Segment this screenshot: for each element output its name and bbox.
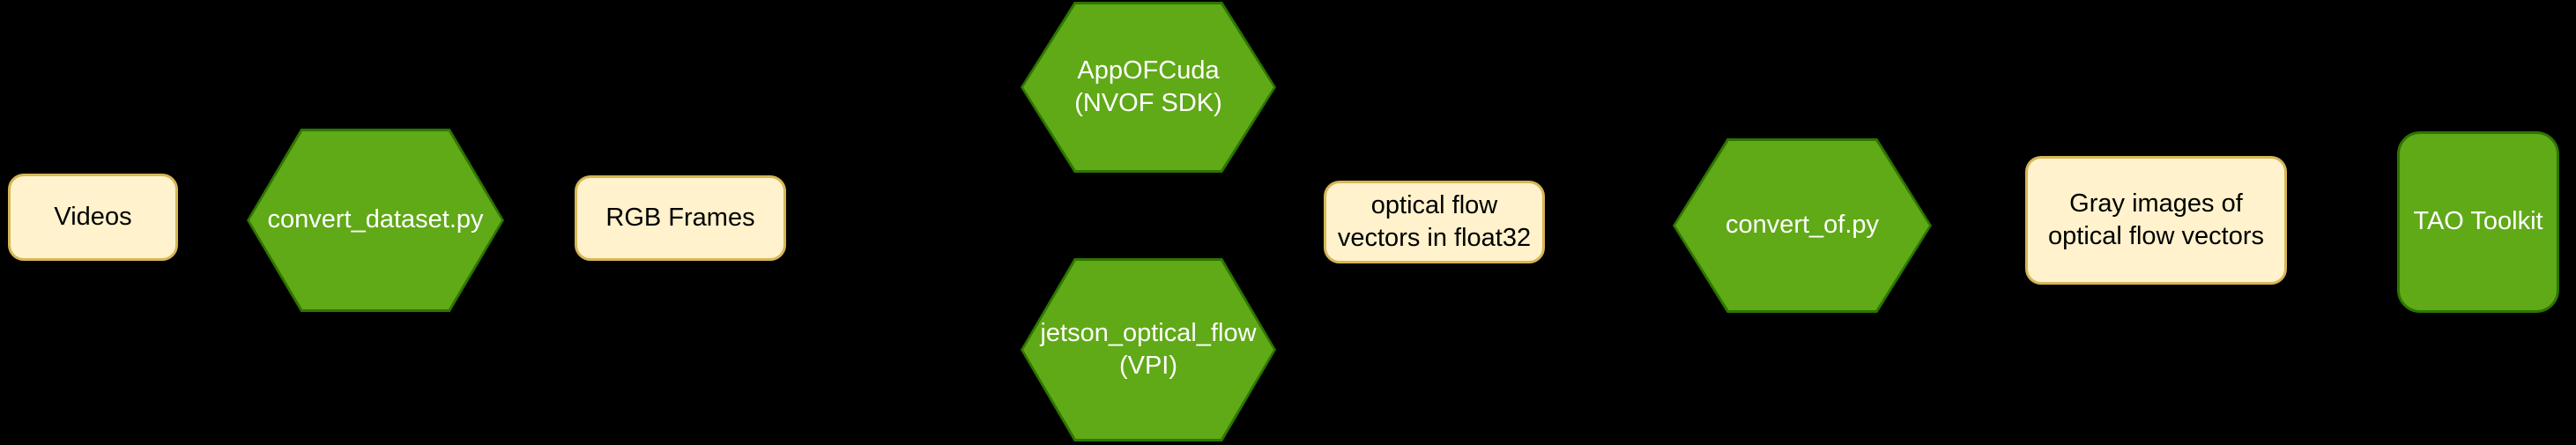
node-rgb-frames: RGB Frames <box>575 175 786 261</box>
node-tao-toolkit: TAO Toolkit <box>2397 131 2559 313</box>
node-convert-dataset-py: convert_dataset.py <box>247 129 504 312</box>
node-convert-of-py-label: convert_of.py <box>1725 211 1880 240</box>
node-gray-images-label: Gray images of optical flow vectors <box>2048 189 2264 250</box>
node-videos-label: Videos <box>54 202 132 231</box>
node-app-of-cuda-label: AppOFCuda (NVOF SDK) <box>1074 56 1222 117</box>
node-gray-images: Gray images of optical flow vectors <box>2025 156 2287 285</box>
node-convert-of-py: convert_of.py <box>1673 138 1932 313</box>
node-jetson-optical-flow: jetson_optical_flow (VPI) <box>1021 258 1276 441</box>
node-app-of-cuda: AppOFCuda (NVOF SDK) <box>1021 2 1276 173</box>
node-jetson-optical-flow-label: jetson_optical_flow (VPI) <box>1040 318 1257 380</box>
node-optical-flow-vectors: optical flow vectors in float32 <box>1324 181 1545 263</box>
node-videos: Videos <box>8 174 178 261</box>
node-tao-toolkit-label: TAO Toolkit <box>2413 207 2543 236</box>
node-optical-flow-vectors-label: optical flow vectors in float32 <box>1337 190 1532 252</box>
node-convert-dataset-py-label: convert_dataset.py <box>267 205 484 234</box>
node-rgb-frames-label: RGB Frames <box>605 203 755 232</box>
